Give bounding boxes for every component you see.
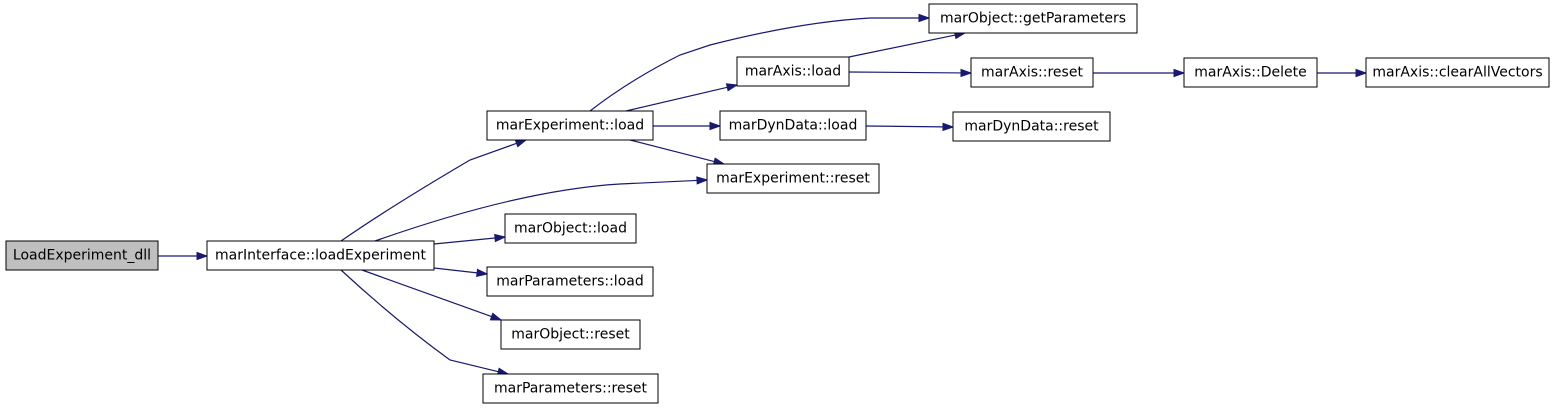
edge-line <box>625 86 728 112</box>
arrowhead-icon <box>494 233 507 243</box>
edge-n10-to-n12 <box>865 122 955 132</box>
node-maraxis-delete[interactable]: marAxis::Delete <box>1183 57 1318 88</box>
node-label: marAxis::reset <box>981 65 1083 81</box>
node-maraxis-clearallvectors[interactable]: marAxis::clearAllVectors <box>1365 57 1550 88</box>
arrowhead-icon <box>725 83 739 92</box>
edge-line <box>361 269 492 318</box>
arrowhead-icon <box>1355 68 1368 78</box>
edge-n1-to-n7 <box>340 269 510 376</box>
node-mardyndata-load[interactable]: marDynData::load <box>719 110 867 141</box>
edge-line <box>340 142 517 242</box>
edge-line <box>848 71 962 74</box>
edge-line <box>374 179 698 242</box>
arrowhead-icon <box>960 68 973 78</box>
arrowhead-icon <box>1173 68 1186 78</box>
arrowhead-icon <box>918 13 931 23</box>
edge-n1-to-n5 <box>433 267 489 277</box>
edge-n2-to-n9 <box>625 83 739 112</box>
edge-n2-to-n10 <box>653 121 722 131</box>
arrowhead-icon <box>476 268 489 277</box>
edge-n11-to-n13 <box>1093 68 1186 78</box>
node-label: marExperiment::reset <box>716 171 870 187</box>
edge-line <box>589 17 919 112</box>
edge-line <box>865 125 944 128</box>
node-marinterface-loadexperiment[interactable]: marInterface::loadExperiment <box>206 240 435 271</box>
node-marobject-reset[interactable]: marObject::reset <box>500 319 641 350</box>
node-label: marDynData::load <box>729 118 858 134</box>
edge-n1-to-n3 <box>374 176 709 242</box>
node-label: marParameters::reset <box>494 381 648 397</box>
node-label: LoadExperiment_dll <box>13 248 151 264</box>
edge-n13-to-n14 <box>1317 68 1368 78</box>
node-label: marAxis::clearAllVectors <box>1372 65 1542 81</box>
arrowhead-icon <box>196 251 209 261</box>
node-loadexperiment-dll[interactable]: LoadExperiment_dll <box>5 240 159 271</box>
edge-line <box>433 237 496 245</box>
node-label: marAxis::load <box>745 64 841 80</box>
node-label: marObject::load <box>514 221 627 237</box>
node-marparameters-load[interactable]: marParameters::load <box>486 266 654 297</box>
node-mardyndata-reset[interactable]: marDynData::reset <box>952 111 1111 142</box>
node-label: marDynData::reset <box>964 119 1099 135</box>
edge-n1-to-n2 <box>340 139 528 242</box>
node-maraxis-reset[interactable]: marAxis::reset <box>970 57 1094 88</box>
node-label: marObject::reset <box>511 327 630 343</box>
node-marparameters-reset[interactable]: marParameters::reset <box>482 373 659 404</box>
node-label: marInterface::loadExperiment <box>215 248 426 264</box>
node-label: marObject::getParameters <box>940 11 1126 27</box>
edge-line <box>433 267 478 274</box>
edge-n2-to-n8 <box>589 13 931 112</box>
node-label: marParameters::load <box>496 274 643 290</box>
node-label: marAxis::Delete <box>1194 65 1306 81</box>
edge-line <box>340 269 499 373</box>
edge-line <box>629 139 715 163</box>
edge-line <box>848 34 956 58</box>
arrowhead-icon <box>696 176 709 185</box>
edge-n9-to-n11 <box>848 68 973 78</box>
node-marexperiment-reset[interactable]: marExperiment::reset <box>706 163 880 194</box>
node-marobject-getparameters[interactable]: marObject::getParameters <box>928 3 1138 34</box>
node-marobject-load[interactable]: marObject::load <box>504 213 637 244</box>
edge-n0-to-n1 <box>158 251 209 261</box>
edge-n1-to-n6 <box>361 269 503 321</box>
arrowhead-icon <box>514 139 528 148</box>
arrowhead-icon <box>942 122 955 132</box>
edge-n2-to-n3 <box>629 139 726 166</box>
edge-n1-to-n4 <box>433 233 507 245</box>
arrowhead-icon <box>709 121 722 131</box>
node-marexperiment-load[interactable]: marExperiment::load <box>486 110 654 141</box>
node-label: marExperiment::load <box>496 118 644 134</box>
arrowhead-icon <box>489 312 503 321</box>
edge-n9-to-n8 <box>848 31 967 58</box>
node-maraxis-load[interactable]: marAxis::load <box>736 56 850 87</box>
